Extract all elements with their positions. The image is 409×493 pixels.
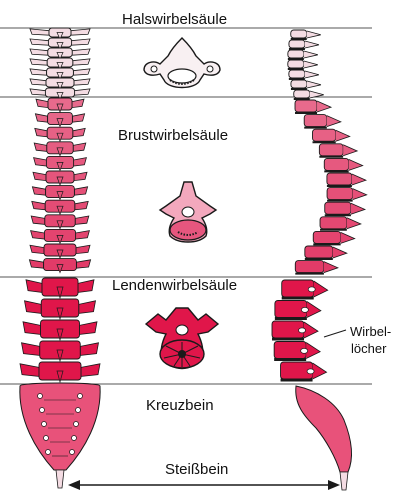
label-cervical-spine: Halswirbelsäule <box>122 12 227 27</box>
front-vertebra-thoracic <box>36 98 84 112</box>
front-vertebra-cervical <box>30 28 90 39</box>
side-vertebra-lumbar <box>281 362 327 380</box>
side-vertebra-thoracic <box>313 129 350 142</box>
side-vertebra-cervical <box>288 60 318 69</box>
label-foramen-line1: Wirbel- <box>350 325 391 338</box>
foramen-pointer <box>324 330 346 337</box>
side-vertebra-lumbar <box>274 342 320 360</box>
front-vertebra-cervical <box>30 78 90 89</box>
side-sacrum <box>296 386 352 472</box>
front-vertebra-thoracic <box>31 215 89 229</box>
side-vertebra-cervical <box>288 50 318 59</box>
front-vertebra-lumbar <box>22 341 99 361</box>
side-vertebra-thoracic <box>295 100 331 113</box>
front-sacrum <box>20 383 100 470</box>
front-vertebra-lumbar <box>26 278 94 298</box>
side-view-spine <box>272 30 367 490</box>
coccyx-arrow <box>68 480 340 490</box>
front-vertebra-thoracic <box>32 200 88 214</box>
side-vertebra-lumbar <box>272 321 318 339</box>
label-coccyx: Steißbein <box>165 462 228 477</box>
side-vertebra-lumbar <box>275 301 321 319</box>
side-vertebra-cervical <box>289 70 319 79</box>
intervertebral-foramen <box>299 328 306 333</box>
side-vertebra-lumbar <box>282 280 328 298</box>
intervertebral-foramen <box>301 348 308 353</box>
side-vertebra-thoracic <box>295 261 338 274</box>
side-vertebra-thoracic <box>327 173 366 186</box>
side-coccyx <box>340 472 348 490</box>
side-vertebra-thoracic <box>305 246 347 259</box>
cervical-vertebra-icon <box>144 38 220 88</box>
front-vertebra-thoracic <box>35 127 85 141</box>
side-vertebra-cervical <box>291 80 321 89</box>
front-vertebra-cervical <box>30 68 90 79</box>
side-vertebra-thoracic <box>324 158 362 171</box>
front-vertebra-thoracic <box>31 229 90 243</box>
front-vertebra-lumbar <box>23 320 97 340</box>
thoracic-vertebra-icon <box>160 182 216 242</box>
side-vertebra-thoracic <box>325 202 365 215</box>
side-vertebra-thoracic <box>320 217 361 230</box>
side-vertebra-thoracic <box>319 144 357 157</box>
side-vertebra-thoracic <box>313 231 354 244</box>
front-vertebra-cervical <box>30 38 90 49</box>
front-vertebra-thoracic <box>29 259 90 273</box>
intervertebral-foramen <box>308 287 315 292</box>
intervertebral-foramen <box>307 369 314 374</box>
side-vertebra-cervical <box>289 40 319 49</box>
side-vertebra-thoracic <box>304 115 341 128</box>
front-vertebra-thoracic <box>32 186 87 200</box>
side-vertebra-cervical <box>291 30 321 39</box>
lumbar-vertebra-icon <box>146 308 218 369</box>
front-vertebra-thoracic <box>35 113 84 127</box>
front-coccyx <box>56 470 64 488</box>
front-vertebra-cervical <box>30 58 90 69</box>
front-vertebra-lumbar <box>20 362 100 382</box>
side-vertebra-thoracic <box>327 188 367 201</box>
side-vertebra-cervical <box>294 90 324 99</box>
label-thoracic-spine: Brustwirbelsäule <box>118 128 228 143</box>
front-vertebra-thoracic <box>30 244 90 258</box>
front-vertebra-lumbar <box>25 299 96 319</box>
label-sacrum: Kreuzbein <box>146 398 214 413</box>
front-vertebra-thoracic <box>34 142 86 156</box>
front-vertebra-thoracic <box>33 171 87 185</box>
intervertebral-foramen <box>301 307 308 312</box>
label-lumbar-spine: Lendenwirbelsäule <box>112 278 237 293</box>
front-vertebra-thoracic <box>34 156 87 170</box>
label-foramen-line2: löcher <box>351 342 386 355</box>
front-vertebra-cervical <box>30 48 90 59</box>
